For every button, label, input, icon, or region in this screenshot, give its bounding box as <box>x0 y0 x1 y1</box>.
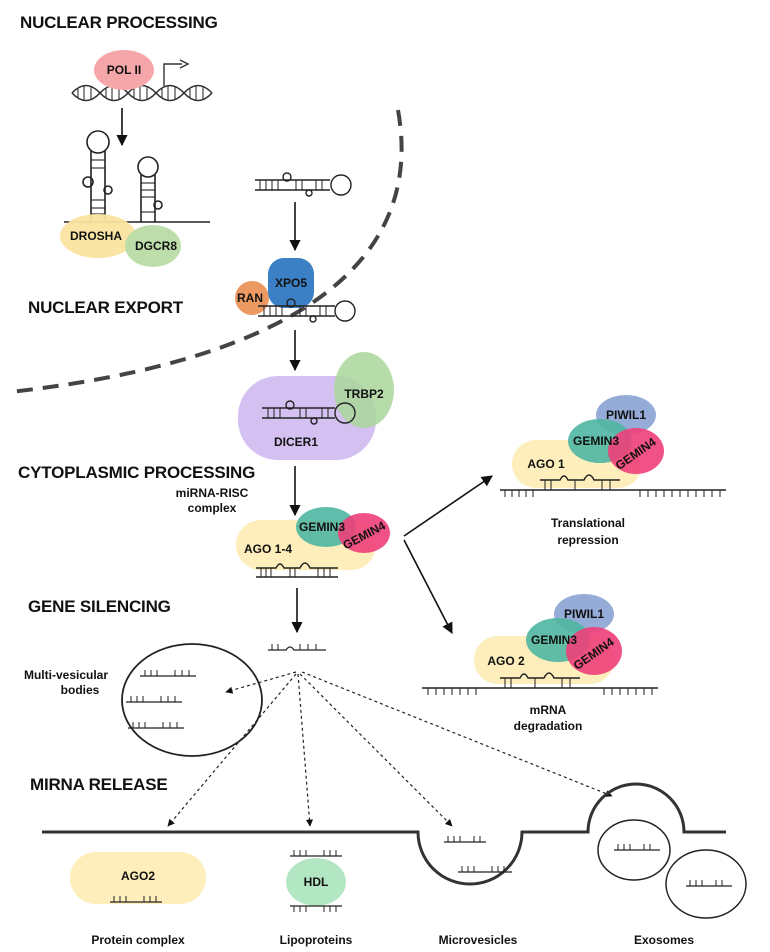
dgcr8-label: DGCR8 <box>135 239 177 253</box>
mirna-duplex-icon <box>258 298 356 323</box>
dicer1-label: DICER1 <box>274 435 318 449</box>
xpo5-protein <box>268 258 314 308</box>
mirna-duplex-icon <box>500 474 726 497</box>
ago2-complex-protein <box>70 852 206 904</box>
ago2-degradation-label: AGO 2 <box>487 654 525 668</box>
translational-label-line1: Translational <box>551 516 625 530</box>
trbp2-label: TRBP2 <box>344 387 384 401</box>
piwil1-a-label: PIWIL1 <box>606 408 646 422</box>
degradation-label-line1: mRNA <box>530 703 567 717</box>
mirna-duplex-icon <box>256 562 338 578</box>
xpo5-label: XPO5 <box>275 276 307 290</box>
mirna-duplex-icon <box>262 400 356 425</box>
gemin4-b-protein <box>566 627 622 675</box>
gemin3-b-label: GEMIN3 <box>531 633 577 647</box>
section-title-cytoplasmic-processing: CYTOPLASMIC PROCESSING <box>18 463 255 482</box>
mirna-duplex-icon <box>255 172 352 197</box>
caption-lipoproteins: Lipoproteins <box>280 933 353 947</box>
plasma-membrane <box>42 782 726 886</box>
mirna-duplex-icon <box>290 850 342 912</box>
vesicle-icon <box>121 643 263 757</box>
transcription-start-arrow-icon <box>163 59 190 86</box>
gemin4-risc-protein <box>338 513 390 553</box>
gemin3-a-label: GEMIN3 <box>573 434 619 448</box>
pol2-label: POL II <box>107 63 141 77</box>
vesicle-icon <box>597 819 671 881</box>
section-title-gene-silencing: GENE SILENCING <box>28 597 171 616</box>
release-arrows <box>167 671 613 827</box>
arrow-to-mrna-degradation <box>403 539 453 634</box>
drosha-label: DROSHA <box>70 229 122 243</box>
caption-exosomes: Exosomes <box>634 933 694 947</box>
section-title-nuclear-export: NUCLEAR EXPORT <box>28 298 184 317</box>
hdl-protein <box>286 858 346 906</box>
piwil1-b-label: PIWIL1 <box>564 607 604 621</box>
mvb-label-line2: bodies <box>61 683 100 697</box>
mirna-duplex-icon <box>126 670 196 729</box>
ran-label: RAN <box>237 291 263 305</box>
risc-label-line2: complex <box>188 501 237 515</box>
arrow-to-translational-repression <box>403 475 493 537</box>
dgcr8-protein <box>125 225 181 267</box>
degradation-label-line2: degradation <box>514 719 583 733</box>
section-title-mirna-release: MIRNA RELEASE <box>30 775 168 794</box>
mvb-label-line1: Multi-vesicular <box>24 668 108 682</box>
hairpin-rna-icon <box>64 130 210 223</box>
mirna-duplex-icon <box>110 896 162 903</box>
ago2-complex-label: AGO2 <box>121 869 155 883</box>
mirna-duplex-icon <box>444 836 512 873</box>
mirna-duplex-icon <box>422 672 658 695</box>
mirna-duplex-icon <box>268 644 326 651</box>
trbp2-protein <box>334 352 394 428</box>
dna-helix-icon <box>71 84 213 102</box>
drosha-protein <box>60 214 136 258</box>
vesicle-icon <box>665 849 747 919</box>
mirna-duplex-icon <box>614 844 732 887</box>
ago14-label: AGO 1-4 <box>244 542 292 556</box>
gemin3-risc-label: GEMIN3 <box>299 520 345 534</box>
nuclear-envelope <box>9 109 404 394</box>
risc-label-line1: miRNA-RISC <box>176 486 249 500</box>
caption-protein-complex: Protein complex <box>91 933 185 947</box>
section-title-nuclear-processing: NUCLEAR PROCESSING <box>20 13 218 32</box>
caption-microvesicles: Microvesicles <box>439 933 518 947</box>
pol2-protein <box>94 50 154 90</box>
translational-label-line2: repression <box>557 533 618 547</box>
ago1-label: AGO 1 <box>527 457 565 471</box>
gemin4-a-protein <box>608 428 664 474</box>
hdl-label: HDL <box>304 875 329 889</box>
